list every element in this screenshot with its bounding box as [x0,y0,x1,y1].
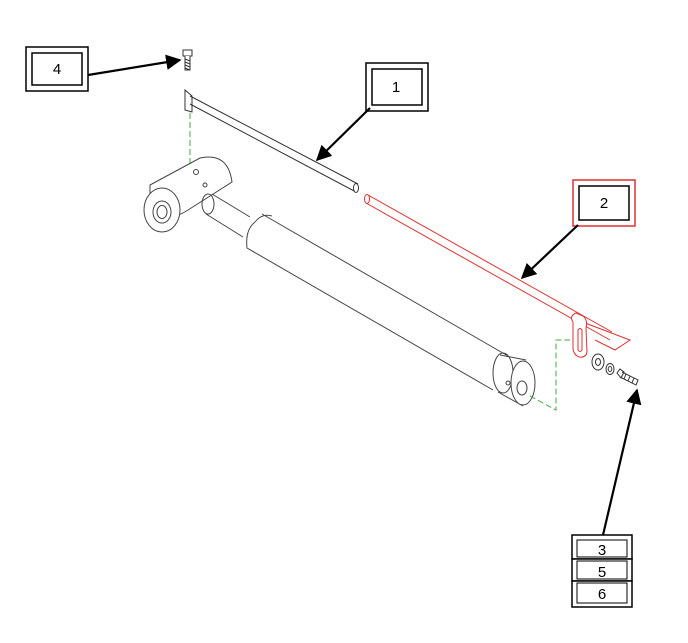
callout-5[interactable]: 5 [571,558,633,582]
part-2-bar[interactable] [364,194,632,358]
callout-4[interactable]: 4 [25,46,89,92]
part-washer[interactable] [591,353,605,371]
leader-arrow-3 [601,388,642,536]
part-bolt[interactable] [616,368,639,386]
callout-2[interactable]: 2 [572,179,636,227]
leader-arrow-1 [315,107,371,162]
part-4-screw[interactable] [182,49,193,71]
callout-3-label: 3 [598,542,606,559]
cylinder-assembly [143,156,536,407]
leader-arrow-2 [520,224,579,280]
callout-6[interactable]: 6 [571,580,633,608]
callout-5-label: 5 [598,564,606,581]
callout-4-label: 4 [53,61,61,78]
callout-1-label: 1 [392,79,400,96]
centerline-cylinder-end [529,339,570,411]
part-1-rod[interactable] [184,88,359,193]
part-lock-washer[interactable] [605,363,615,375]
callout-1[interactable]: 1 [365,62,429,112]
leader-arrow-4 [87,54,182,77]
callout-3[interactable]: 3 [571,534,633,560]
callout-2-label: 2 [600,195,608,212]
callout-6-label: 6 [598,586,606,603]
